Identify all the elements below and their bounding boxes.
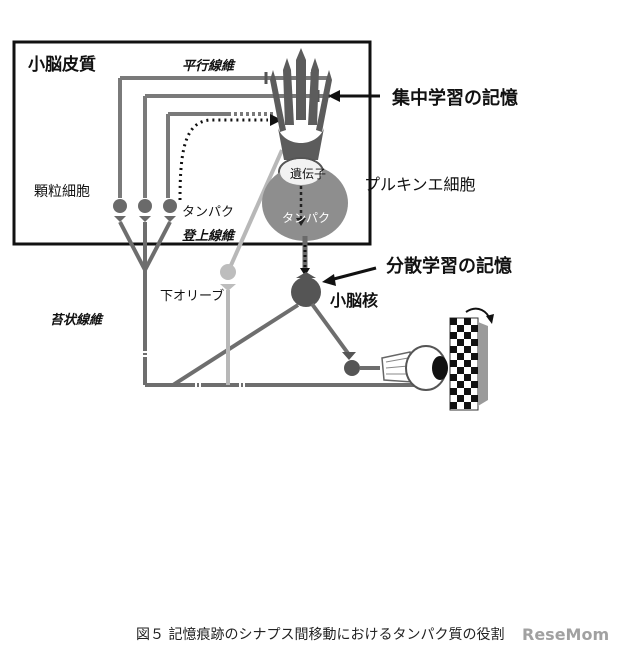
inferior-olive-cell [220,264,236,280]
figure-caption: 図５ 記憶痕跡のシナプス間移動におけるタンパク質の役割 [136,626,504,643]
inferior-olive-terminal [220,284,236,291]
watermark-logo: ReseMom [522,625,609,644]
climbing-fiber [226,149,284,385]
concentrated-memory-arrowhead [328,90,340,102]
cerebellar-nucleus-cell [291,277,321,307]
label-granule: 顆粒細胞 [34,184,90,200]
mossy-fiber-breaks [139,351,245,390]
label-parallel-fiber: 平行線維 [182,58,236,74]
label-distributed-memory: 分散学習の記憶 [386,255,512,277]
distributed-memory-arrowhead [322,274,336,286]
cortex-box [12,40,372,246]
label-protein-left: タンパク [182,205,234,220]
nucleus-output-fiber [310,302,352,358]
gene-to-protein-arrowhead [296,218,306,226]
nucleus-synapse [296,272,316,278]
protein-transport-path [178,118,268,201]
label-gene: 遺伝子 [290,166,326,181]
checkerboard-stimulus [449,307,494,411]
protein-to-nucleus-arrowhead [300,268,310,276]
label-purkinje: プルキンエ細胞 [364,175,476,194]
label-concentrated-memory: 集中学習の記憶 [391,87,518,109]
purkinje-dendrite [270,48,332,160]
motor-neuron [344,360,360,376]
label-climbing-fiber: 登上線維 [182,228,236,244]
eye-icon [381,345,448,391]
gene-region-fill [280,159,322,185]
label-nucleus: 小脳核 [330,291,378,310]
granule-cells [113,199,177,222]
nucleus-output-terminal [342,352,356,360]
distributed-memory-arrow [329,266,377,282]
mossy-fibers [118,221,420,387]
label-protein-right: タンパク [282,211,330,225]
label-inferior-olive: 下オリーブ [160,288,224,304]
purkinje-cell-body [262,165,348,241]
label-cortex: 小脳皮質 [28,54,96,75]
label-mossy-fiber: 苔状線維 [50,312,104,328]
protein-transport-arrowhead [270,114,282,126]
